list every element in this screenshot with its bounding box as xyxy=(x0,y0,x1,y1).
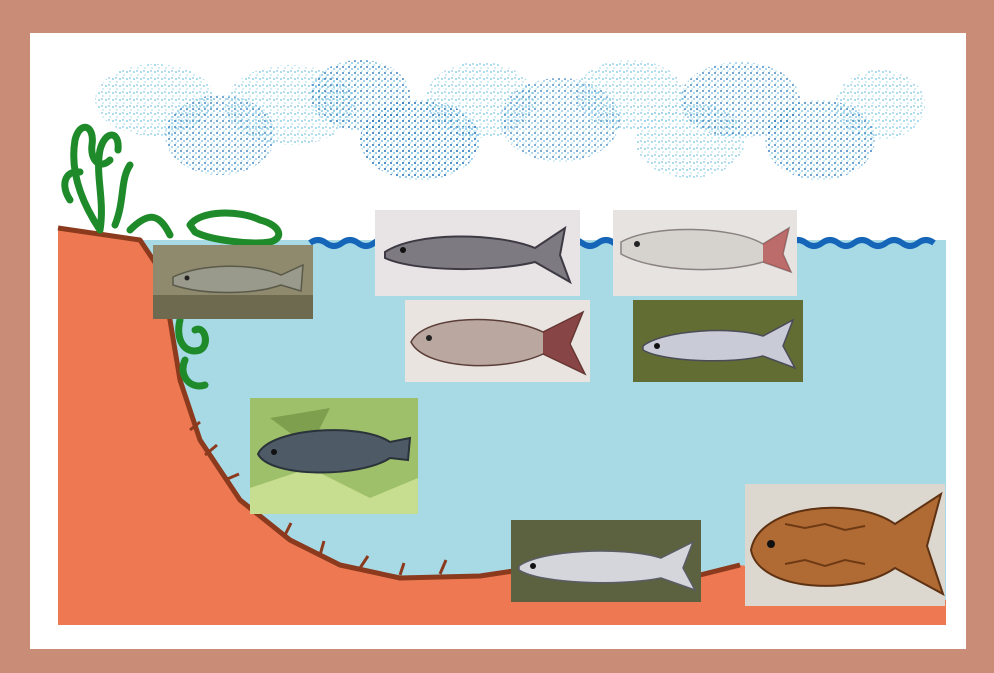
fish-photo-6 xyxy=(250,398,418,514)
fish-photo-3 xyxy=(613,210,797,296)
fish-photo-1 xyxy=(153,245,313,319)
fish-photo-4 xyxy=(405,300,590,382)
fish-photo-7 xyxy=(511,520,701,602)
fish-photo-8 xyxy=(745,484,945,606)
fish-photo-2 xyxy=(375,210,580,296)
fish-photo-5 xyxy=(633,300,803,382)
